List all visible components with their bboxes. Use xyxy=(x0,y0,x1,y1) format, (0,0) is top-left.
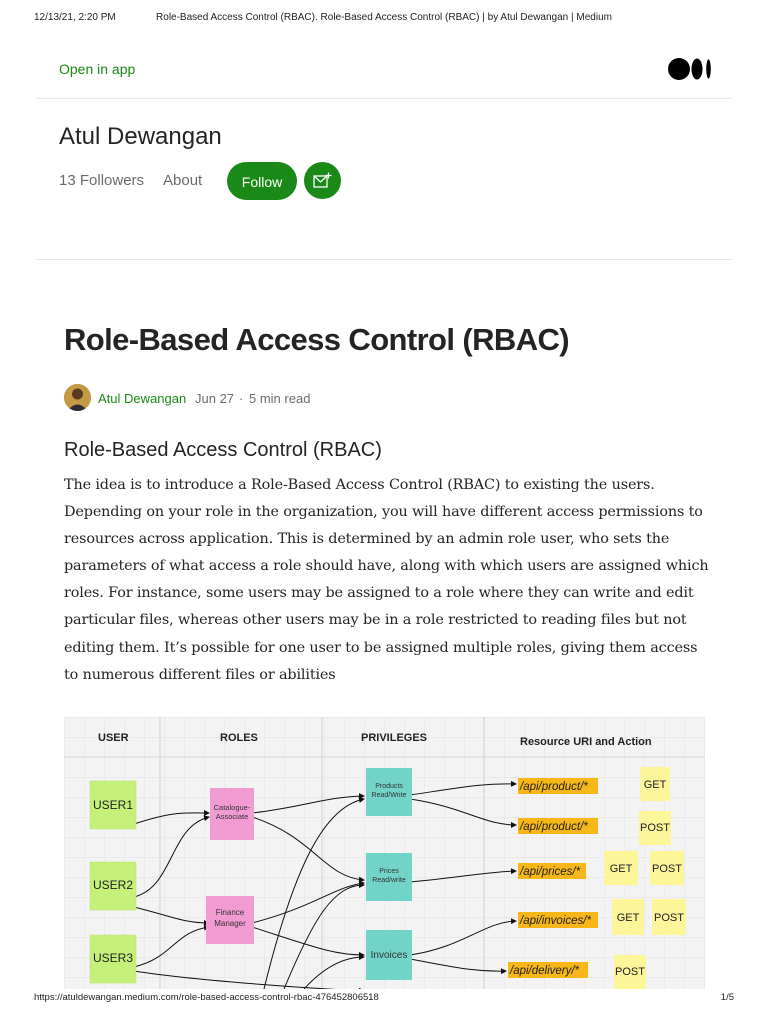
print-datetime: 12/13/21, 2:20 PM xyxy=(34,12,116,23)
header-privileges: PRIVILEGES xyxy=(361,732,427,744)
avatar[interactable] xyxy=(64,384,91,411)
action-note: POST xyxy=(639,811,671,845)
action-note: POST xyxy=(650,851,684,885)
follow-button[interactable]: Follow xyxy=(227,162,297,200)
uri-label: /api/delivery/* xyxy=(509,965,580,977)
author-name[interactable]: Atul Dewangan xyxy=(59,123,222,150)
section-heading: Role-Based Access Control (RBAC) xyxy=(64,439,382,461)
action-label: POST xyxy=(615,966,645,978)
uri-highlight: /api/product/* xyxy=(518,778,598,794)
header-roles: ROLES xyxy=(220,732,258,744)
rbac-diagram: USER ROLES PRIVILEGES Resource URI and A… xyxy=(64,717,705,989)
body-paragraph: The idea is to introduce a Role-Based Ac… xyxy=(64,477,709,683)
action-note: POST xyxy=(652,899,686,935)
rbac-diagram-svg: USER ROLES PRIVILEGES Resource URI and A… xyxy=(64,717,705,989)
privilege-label: Products xyxy=(375,783,403,790)
author-profile: Atul Dewangan 13 Followers About Follow xyxy=(36,99,732,260)
uri-label: /api/prices/* xyxy=(519,866,581,878)
print-footer: https://atuldewangan.medium.com/role-bas… xyxy=(0,992,768,1006)
byline-separator: · xyxy=(239,391,244,406)
print-header: 12/13/21, 2:20 PM Role-Based Access Cont… xyxy=(0,12,768,26)
uri-label: /api/invoices/* xyxy=(519,915,591,927)
privilege-label: Read/Write xyxy=(372,792,407,799)
action-label: POST xyxy=(654,912,684,924)
connectors xyxy=(133,780,517,989)
user-label: USER3 xyxy=(93,951,133,965)
privilege-note: Prices Read/write xyxy=(366,853,412,901)
uri-highlight: /api/delivery/* xyxy=(508,962,588,978)
privilege-label: Read/write xyxy=(372,877,406,884)
mail-plus-icon xyxy=(313,172,332,188)
privilege-note: Invoices xyxy=(366,930,412,980)
user-note: USER1 xyxy=(89,780,137,830)
user-label: USER2 xyxy=(93,878,133,892)
action-label: GET xyxy=(644,779,667,791)
subscribe-button[interactable] xyxy=(304,162,341,199)
uri-label: /api/product/* xyxy=(519,781,588,793)
uri-label: /api/product/* xyxy=(519,821,588,833)
action-label: GET xyxy=(610,863,633,875)
uri-highlight: /api/product/* xyxy=(518,818,598,834)
action-note: GET xyxy=(640,767,670,801)
action-label: POST xyxy=(652,863,682,875)
print-page-title: Role-Based Access Control (RBAC). Role-B… xyxy=(156,12,612,23)
role-label: Finance xyxy=(216,908,245,917)
article-title: Role-Based Access Control (RBAC) xyxy=(64,322,570,357)
open-in-app-link[interactable]: Open in app xyxy=(59,61,136,77)
header-resource: Resource URI and Action xyxy=(520,736,652,748)
action-note: GET xyxy=(612,899,644,935)
article-byline: Atul Dewangan Jun 27 · 5 min read xyxy=(64,384,664,412)
privilege-label: Prices xyxy=(379,868,399,875)
read-time: 5 min read xyxy=(249,391,311,406)
medium-logo-icon[interactable] xyxy=(668,58,712,80)
role-label: Catalogue- xyxy=(214,803,251,812)
print-page-number: 1/5 xyxy=(720,992,734,1003)
user-note: USER2 xyxy=(89,861,137,911)
privilege-label: Invoices xyxy=(371,950,408,961)
about-link[interactable]: About xyxy=(163,172,203,189)
user-note: USER3 xyxy=(89,934,137,984)
role-note: Catalogue- Associate xyxy=(210,788,254,840)
action-note: POST xyxy=(614,955,646,989)
action-label: POST xyxy=(640,822,670,834)
top-bar: Open in app xyxy=(36,42,732,99)
action-note: GET xyxy=(604,851,638,885)
followers-count[interactable]: 13 Followers xyxy=(59,172,145,189)
role-note: Finance Manager xyxy=(206,896,254,944)
header-user: USER xyxy=(98,732,129,744)
role-label: Manager xyxy=(214,919,246,928)
uri-highlight: /api/invoices/* xyxy=(518,912,598,928)
user-label: USER1 xyxy=(93,798,133,812)
role-label: Associate xyxy=(216,812,249,821)
action-label: GET xyxy=(617,912,640,924)
publish-date: Jun 27 xyxy=(195,391,235,406)
privilege-note: Products Read/Write xyxy=(366,768,412,816)
byline-author-link[interactable]: Atul Dewangan xyxy=(98,391,187,406)
uri-highlight: /api/prices/* xyxy=(518,863,586,879)
print-url: https://atuldewangan.medium.com/role-bas… xyxy=(34,992,379,1003)
